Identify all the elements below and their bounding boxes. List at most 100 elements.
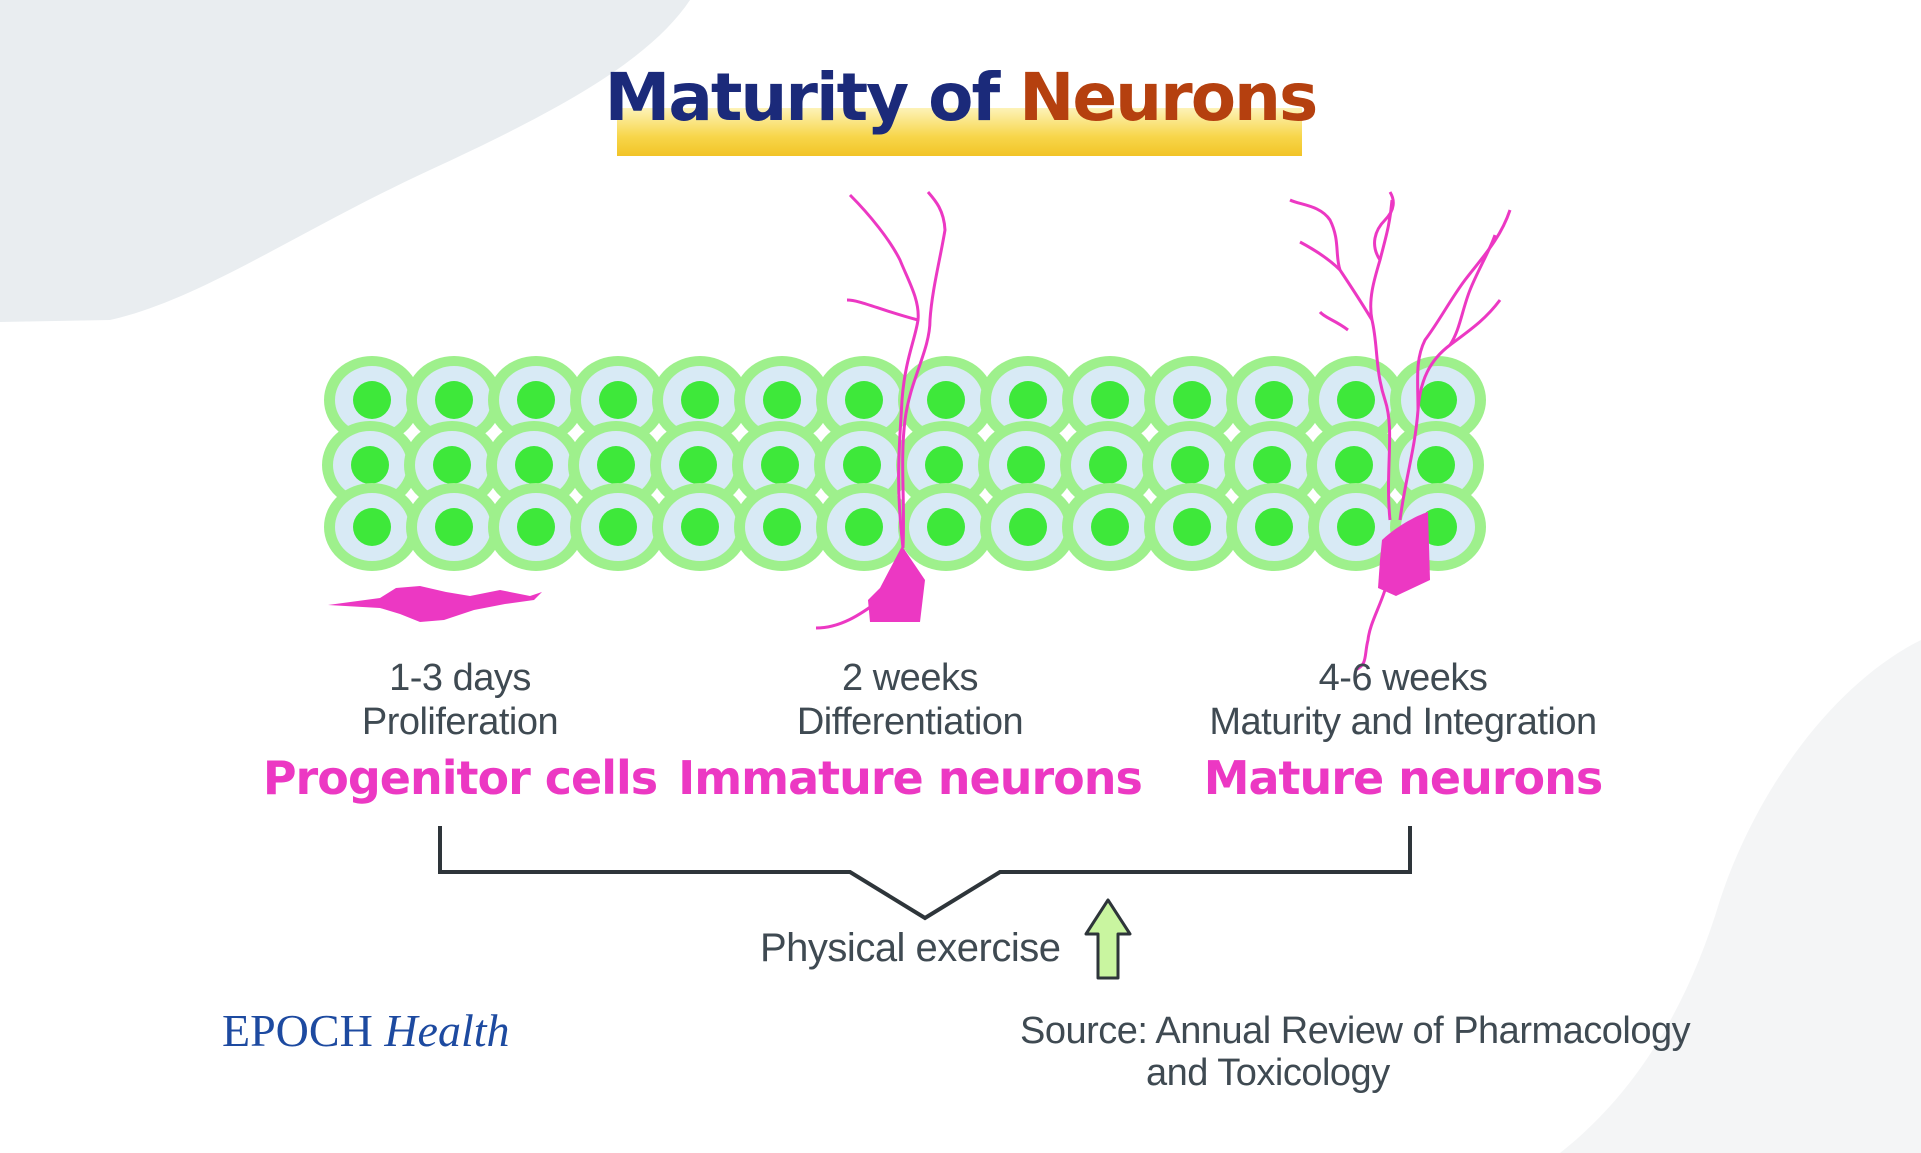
- tissue-cell: [816, 483, 912, 571]
- tissue-cell: [652, 356, 748, 444]
- cell-nucleus: [599, 381, 637, 419]
- cell-nucleus: [927, 508, 965, 546]
- logo-suffix: Health: [384, 1005, 510, 1056]
- exercise-label: Physical exercise: [760, 926, 1061, 970]
- tissue-cell: [1144, 356, 1240, 444]
- stage-process: Proliferation: [361, 701, 559, 743]
- stage-time: 4-6 weeks: [1318, 657, 1488, 699]
- cell-nucleus: [679, 446, 717, 484]
- cell-nucleus: [435, 381, 473, 419]
- cell-nucleus: [517, 508, 555, 546]
- stage-progenitor: 1-3 days Proliferation Progenitor cells: [200, 656, 720, 808]
- mature-neuron-soma: [1378, 512, 1430, 596]
- tissue-cell: [898, 483, 994, 571]
- cell-nucleus: [435, 508, 473, 546]
- cell-nucleus: [843, 446, 881, 484]
- tissue-cell: [896, 421, 992, 509]
- tissue-cell: [570, 483, 666, 571]
- tissue-cell: [1226, 483, 1322, 571]
- tissue-cell: [1142, 421, 1238, 509]
- tissue-cell: [570, 356, 666, 444]
- cell-nucleus: [1255, 508, 1293, 546]
- tissue-cell: [404, 421, 500, 509]
- tissue-cell: [898, 356, 994, 444]
- tissue-cell: [568, 421, 664, 509]
- tissue-cell: [324, 483, 420, 571]
- cell-nucleus: [515, 446, 553, 484]
- title-part-1: Maturity of: [604, 59, 1001, 136]
- tissue-cell: [1144, 483, 1240, 571]
- title-part-2: Neurons: [1019, 59, 1318, 136]
- tissue-cell: [1062, 483, 1158, 571]
- tissue-cell: [488, 483, 584, 571]
- logo-brand: EPOCH: [222, 1005, 373, 1056]
- tissue-cell: [1306, 421, 1402, 509]
- tissue-cell: [1060, 421, 1156, 509]
- cell-nucleus: [1009, 508, 1047, 546]
- tissue-cell: [486, 421, 582, 509]
- cell-nucleus: [1335, 446, 1373, 484]
- tissue-cell: [980, 356, 1076, 444]
- source-line-1: Source: Annual Review of Pharmacology: [1020, 1010, 1691, 1052]
- tissue-cell: [1062, 356, 1158, 444]
- cell-nucleus: [763, 381, 801, 419]
- cell-nucleus: [1419, 381, 1457, 419]
- cell-nucleus: [597, 446, 635, 484]
- cell-nucleus: [925, 446, 963, 484]
- cell-nucleus: [845, 508, 883, 546]
- tissue-cell: [652, 483, 748, 571]
- cell-nucleus: [761, 446, 799, 484]
- cell-nucleus: [1173, 381, 1211, 419]
- progenitor-cell: [328, 586, 542, 622]
- cell-nucleus: [845, 381, 883, 419]
- stage-label: Immature neurons: [678, 751, 1143, 805]
- cell-nucleus: [763, 508, 801, 546]
- cell-nucleus: [1337, 381, 1375, 419]
- tissue-cell: [488, 356, 584, 444]
- tissue-cell: [406, 356, 502, 444]
- arrow-up-icon: [1084, 898, 1132, 980]
- tissue-cell: [734, 356, 830, 444]
- epoch-health-logo: EPOCH Health: [222, 1004, 510, 1057]
- stage-label: Mature neurons: [1203, 751, 1604, 805]
- tissue-cell: [814, 421, 910, 509]
- source-citation: Source: Annual Review of Pharmacology an…: [1020, 1010, 1720, 1094]
- stage-immature: 2 weeks Differentiation Immature neurons: [650, 656, 1170, 808]
- tissue-cell: [406, 483, 502, 571]
- cell-layer: [322, 356, 1486, 571]
- stage-label: Progenitor cells: [262, 751, 658, 805]
- tissue-cell: [324, 356, 420, 444]
- cell-nucleus: [599, 508, 637, 546]
- cell-nucleus: [433, 446, 471, 484]
- stage-process: Differentiation: [796, 701, 1024, 743]
- stage-process: Maturity and Integration: [1209, 701, 1597, 743]
- cell-nucleus: [1417, 446, 1455, 484]
- stage-time: 1-3 days: [389, 657, 531, 699]
- cell-nucleus: [1253, 446, 1291, 484]
- cell-nucleus: [681, 508, 719, 546]
- cell-nucleus: [1255, 381, 1293, 419]
- tissue-cell: [732, 421, 828, 509]
- source-line-2: and Toxicology: [1146, 1052, 1390, 1094]
- tissue-cell: [1224, 421, 1320, 509]
- tissue-cell: [1388, 421, 1484, 509]
- tissue-cell: [1390, 356, 1486, 444]
- cell-nucleus: [1091, 381, 1129, 419]
- cell-nucleus: [681, 381, 719, 419]
- tissue-cell: [650, 421, 746, 509]
- stage-time: 2 weeks: [842, 657, 978, 699]
- tissue-cell: [322, 421, 418, 509]
- tissue-cell: [978, 421, 1074, 509]
- cell-nucleus: [1337, 508, 1375, 546]
- title-highlight-band: [617, 108, 1302, 156]
- tissue-cell: [1308, 483, 1404, 571]
- cell-nucleus: [1171, 446, 1209, 484]
- cell-nucleus: [1089, 446, 1127, 484]
- cell-nucleus: [353, 508, 391, 546]
- cell-nucleus: [927, 381, 965, 419]
- immature-neuron-soma: [868, 546, 925, 622]
- tissue-cell: [816, 356, 912, 444]
- cell-nucleus: [1091, 508, 1129, 546]
